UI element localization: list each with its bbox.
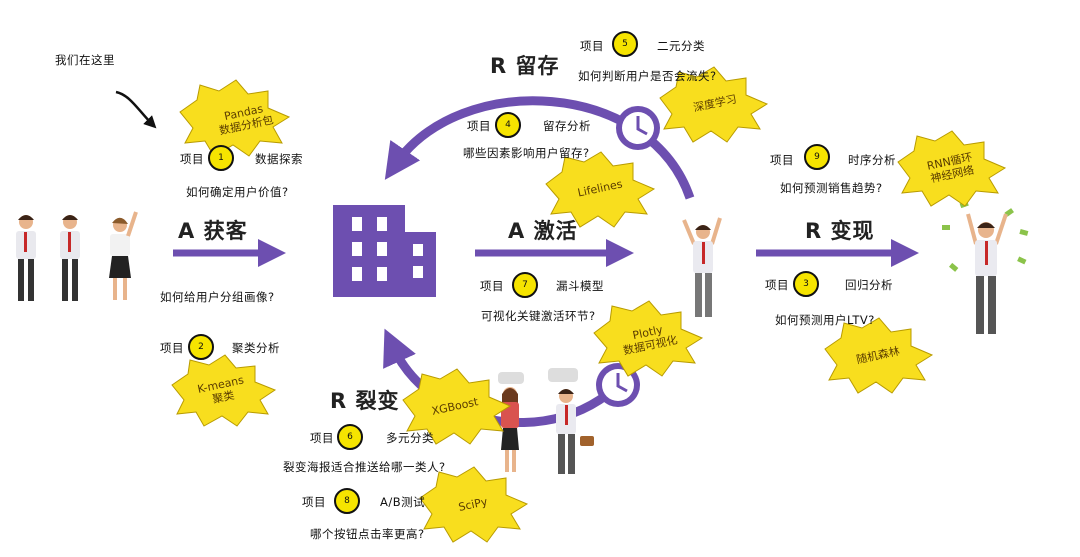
project-9-label: 项目 <box>770 153 794 167</box>
project-7-label: 项目 <box>480 279 504 293</box>
project-6-question: 裂变海报适合推送给哪一类人? <box>283 460 446 474</box>
project-8-question: 哪个按钮点击率更高? <box>310 527 425 541</box>
stage-acquire: A 获客 <box>178 219 248 243</box>
burst-xgboost <box>402 368 512 445</box>
activated-user-figure <box>682 217 722 317</box>
project-4-number: 4 <box>495 112 521 138</box>
project-5-question: 如何判断用户是否会流失? <box>578 69 717 83</box>
project-1-label: 项目 <box>180 152 204 166</box>
burst-forest <box>824 317 934 394</box>
burst-pandas <box>179 79 291 157</box>
project-9-title: 时序分析 <box>848 153 896 167</box>
burst-plotly <box>593 300 704 377</box>
stage-activate: A 激活 <box>508 219 578 243</box>
project-9-number: 9 <box>804 144 830 170</box>
project-1-question: 如何确定用户价值? <box>186 185 289 199</box>
project-8-title: A/B测试 <box>380 495 426 509</box>
clock-icon <box>616 106 660 150</box>
stage-monetize: R 变现 <box>805 219 875 243</box>
project-2-question: 如何给用户分组画像? <box>160 290 275 304</box>
note-label: 我们在这里 <box>55 53 115 67</box>
burst-deep <box>659 66 769 143</box>
project-2-label: 项目 <box>160 341 184 355</box>
project-5-label: 项目 <box>580 39 604 53</box>
pointer-arrow <box>115 90 157 129</box>
burst-rnn <box>897 130 1007 207</box>
burst-kmeans <box>171 354 277 427</box>
project-8-number: 8 <box>334 488 360 514</box>
building-icon <box>333 205 436 297</box>
burst-lifelines <box>545 151 656 228</box>
project-3-number: 3 <box>793 271 819 297</box>
project-3-question: 如何预测用户LTV? <box>775 313 875 327</box>
project-5-number: 5 <box>612 31 638 57</box>
project-9-question: 如何预测销售趋势? <box>780 181 883 195</box>
stage-retain: R 留存 <box>490 54 560 78</box>
retention-arc <box>384 96 695 200</box>
project-4-question: 哪些因素影响用户留存? <box>463 146 590 160</box>
project-6-label: 项目 <box>310 431 334 445</box>
project-6-title: 多元分类 <box>386 431 434 445</box>
project-3-label: 项目 <box>765 278 789 292</box>
project-8-label: 项目 <box>302 495 326 509</box>
project-7-number: 7 <box>512 272 538 298</box>
project-3-title: 回归分析 <box>845 278 893 292</box>
customers-figure <box>16 211 138 301</box>
paying-user-figure <box>942 200 1029 334</box>
project-7-title: 漏斗模型 <box>556 279 604 293</box>
project-1-title: 数据探索 <box>255 152 303 166</box>
tool-bursts <box>171 66 1007 543</box>
referral-figures <box>498 368 594 474</box>
project-4-title: 留存分析 <box>543 119 591 133</box>
burst-scipy <box>419 466 529 543</box>
project-6-number: 6 <box>337 424 363 450</box>
project-7-question: 可视化关键激活环节? <box>481 309 596 323</box>
project-1-number: 1 <box>208 145 234 171</box>
project-2-number: 2 <box>188 334 214 360</box>
project-5-title: 二元分类 <box>657 39 705 53</box>
stage-refer: R 裂变 <box>330 389 400 413</box>
project-2-title: 聚类分析 <box>232 341 280 355</box>
project-4-label: 项目 <box>467 119 491 133</box>
